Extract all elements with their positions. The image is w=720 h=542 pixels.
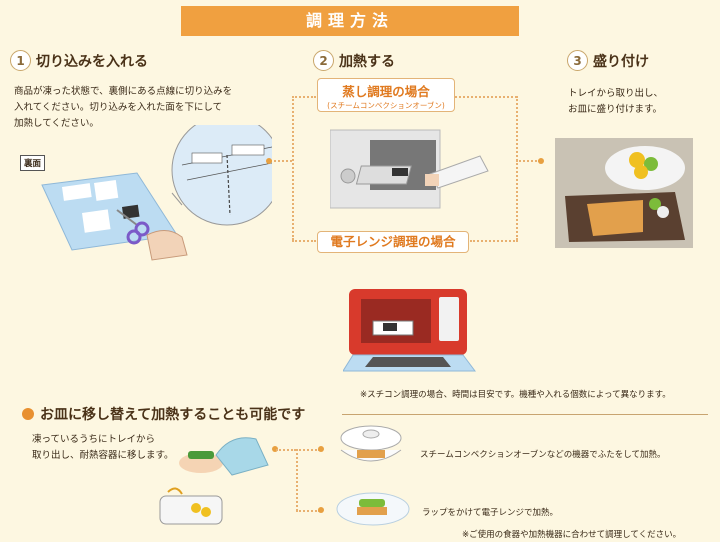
steam-method-title: 蒸し調理の場合 xyxy=(342,84,430,99)
step-2-title: 加熱する xyxy=(339,53,395,70)
package-cutting-illustration xyxy=(41,125,272,261)
steamcon-note: ※スチコン調理の場合、時間は目安です。機種や入れる個数によって異なります。 xyxy=(360,390,671,400)
connector-dot xyxy=(266,158,272,164)
section2-divider xyxy=(342,414,708,415)
step-3-heading: 3 盛り付け xyxy=(567,50,649,71)
frame-bottom-left xyxy=(292,240,316,242)
scissors-icon xyxy=(116,209,150,245)
wrapped-plate-illustration xyxy=(336,492,410,526)
connector-dot-4 xyxy=(318,446,324,452)
step-1-text: 商品が凍った状態で、裏側にある点線に切り込みを 入れてください。切り込みを入れた… xyxy=(14,86,233,129)
bottom-note: ※ご使用の食器や加熱機器に合わせて調理してください。 xyxy=(462,530,682,540)
microwave-illustration xyxy=(343,289,476,372)
frame-top-right xyxy=(455,96,517,98)
connector-dot-3 xyxy=(272,446,278,452)
bullet-icon xyxy=(22,408,34,420)
oven-dial-icon xyxy=(340,168,356,184)
connector-dot-2 xyxy=(538,158,544,164)
step-1-number: 1 xyxy=(10,50,31,71)
arrow-icon xyxy=(167,487,183,495)
connector-vline xyxy=(296,449,298,511)
microwave-panel xyxy=(439,297,459,341)
step-2-number: 2 xyxy=(313,50,334,71)
step-3-title: 盛り付け xyxy=(593,53,649,70)
frame-top-left xyxy=(292,96,316,98)
connector-line-2 xyxy=(516,160,540,162)
step-3-number: 3 xyxy=(567,50,588,71)
steam-method-sub: (スチームコンベクションオーブン) xyxy=(327,101,445,110)
back-side-tag: 裏面 xyxy=(20,155,46,171)
connector-dot-5 xyxy=(318,507,324,513)
plated-food-photo xyxy=(555,138,693,248)
hand-icon xyxy=(146,230,188,261)
covered-dish-illustration xyxy=(340,425,402,462)
frame-right xyxy=(516,96,518,240)
frame-left xyxy=(292,96,294,240)
step-1-heading: 1 切り込みを入れる xyxy=(10,50,148,71)
step-3-text: トレイから取り出し、 お皿に盛り付けます。 xyxy=(568,88,664,115)
connector-line-5 xyxy=(296,510,320,512)
fish-fillet xyxy=(587,200,643,236)
steam-oven-illustration xyxy=(330,129,489,209)
section2-text: 凍っているうちにトレイから 取り出し、耐熱容器に移します。 xyxy=(32,434,174,461)
gloved-hand-illustration xyxy=(179,437,269,476)
page-title: 調理方法 xyxy=(181,6,519,36)
frame-bottom-right xyxy=(470,240,518,242)
connector-line-4 xyxy=(296,449,320,451)
option-steam-text: スチームコンベクションオーブンなどの機器でふたをして加熱。 xyxy=(420,450,666,460)
package-tray xyxy=(41,172,178,251)
option-microwave-text: ラップをかけて電子レンジで加熱。 xyxy=(422,508,559,518)
section2-heading: お皿に移し替えて加熱することも可能です xyxy=(22,404,305,424)
steam-method-box: 蒸し調理の場合 (スチームコンベクションオーブン) xyxy=(317,78,455,112)
container-illustration xyxy=(159,487,223,525)
connector-line xyxy=(270,160,292,162)
step-1-title: 切り込みを入れる xyxy=(36,53,148,70)
microwave-method-box: 電子レンジ調理の場合 xyxy=(317,231,469,253)
step-2-heading: 2 加熱する xyxy=(313,50,395,71)
magnify-circle xyxy=(171,125,272,226)
connector-line-3 xyxy=(276,449,296,451)
